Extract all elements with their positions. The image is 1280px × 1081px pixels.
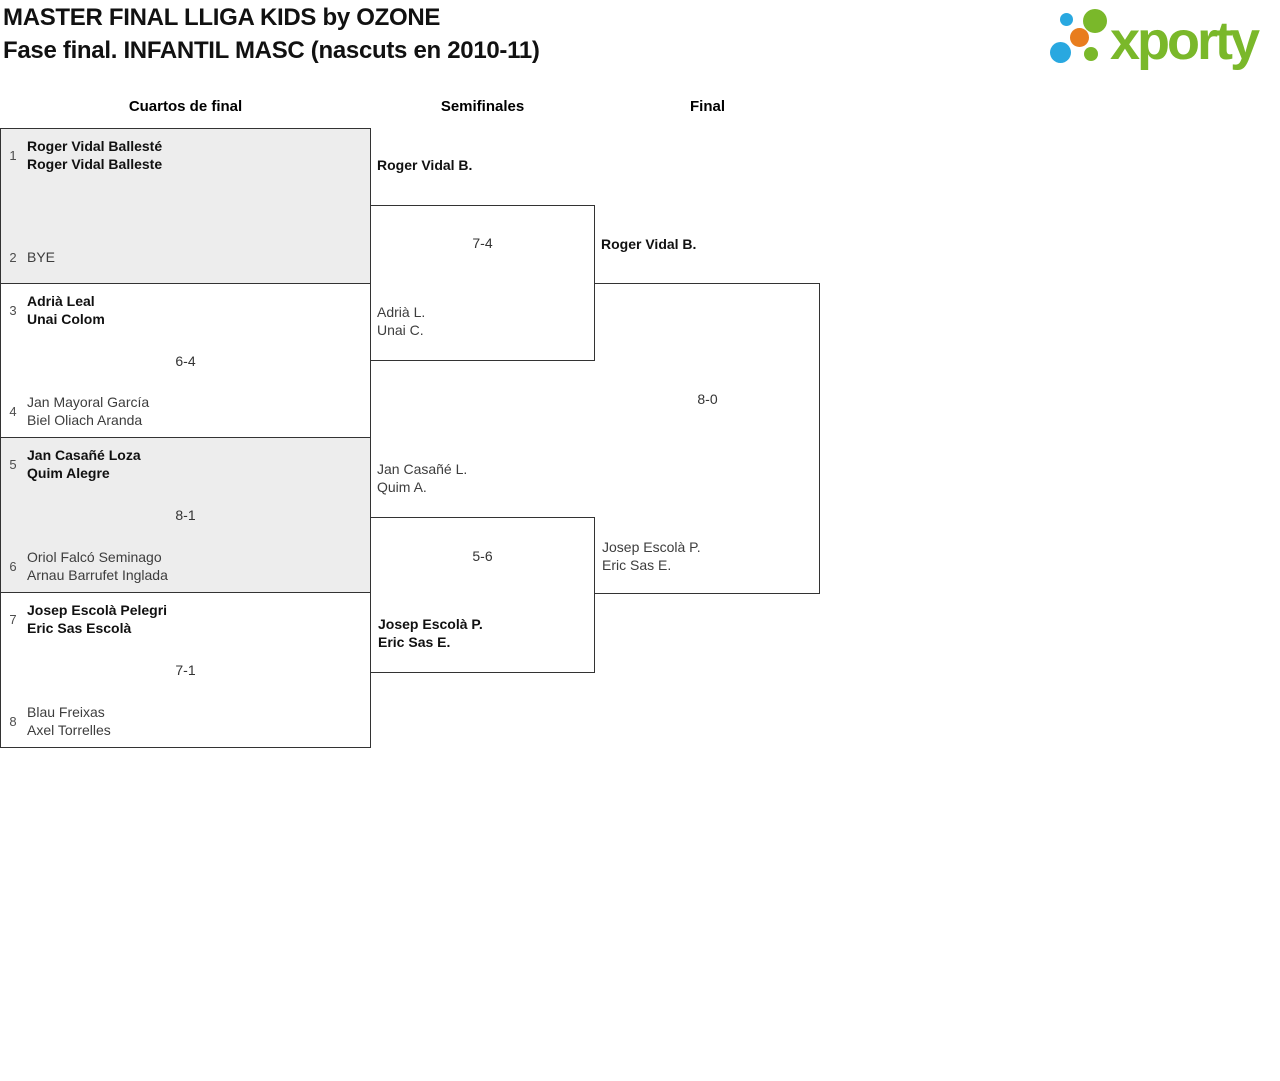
seed-number: 8 xyxy=(9,713,17,729)
team-name-line: Adrià Leal xyxy=(27,293,95,309)
final-match-box xyxy=(595,283,820,594)
team-name-line: Josep Escolà Pelegri xyxy=(27,602,168,618)
qf-match-1-team-2: 2 BYE xyxy=(1,239,370,275)
sf-match-1-team-1-label: Roger Vidal B. xyxy=(377,156,472,174)
round-header-final: Final xyxy=(689,98,725,115)
round-header-semifinals: Semifinales xyxy=(440,98,525,115)
logo-dot-green-small-icon xyxy=(1084,47,1098,61)
seed-number: 2 xyxy=(9,249,17,265)
team-names: Adrià Leal Unai Colom xyxy=(27,292,105,328)
qf-match-4-team-1: 7 Josep Escolà Pelegri Eric Sas Escolà xyxy=(1,601,370,637)
team-name-line: Unai Colom xyxy=(27,311,105,327)
page-subtitle: Fase final. INFANTIL MASC (nascuts en 20… xyxy=(3,37,540,64)
seed-number: 3 xyxy=(9,302,17,318)
team-names: Josep Escolà Pelegri Eric Sas Escolà xyxy=(27,601,167,637)
seed-number: 6 xyxy=(9,558,17,574)
logo-dot-blue-small-icon xyxy=(1060,13,1073,26)
final-team-2-label: Josep Escolà P. Eric Sas E. xyxy=(602,538,701,574)
team-name-line: Oriol Falcó Seminago xyxy=(27,549,162,565)
round-header-quarterfinals: Cuartos de final xyxy=(128,98,243,115)
seed-number: 4 xyxy=(9,403,17,419)
final-team-1-label: Roger Vidal B. xyxy=(601,235,696,253)
team-name-line: Jan Mayoral García xyxy=(27,394,150,410)
logo-wordmark: xporty xyxy=(1110,11,1260,71)
qf-match-2-team-2: 4 Jan Mayoral García Biel Oliach Aranda xyxy=(1,393,370,429)
team-name-line: Unai C. xyxy=(377,322,424,338)
qf-match-4-team-2: 8 Blau Freixas Axel Torrelles xyxy=(1,703,370,739)
team-name-line: Roger Vidal Ballesté xyxy=(27,138,163,154)
seed-number: 1 xyxy=(9,147,17,163)
qf-match-2-score: 6-4 xyxy=(175,352,196,369)
qf-match-1-team-1: 1 Roger Vidal Ballesté Roger Vidal Balle… xyxy=(1,137,370,173)
sf-match-2-box xyxy=(370,517,595,673)
team-name-line: Roger Vidal B. xyxy=(601,236,697,252)
qf-match-1: 1 Roger Vidal Ballesté Roger Vidal Balle… xyxy=(0,128,371,284)
seed-number: 7 xyxy=(9,611,17,627)
team-names: Roger Vidal Ballesté Roger Vidal Ballest… xyxy=(27,137,162,173)
team-name-line: Roger Vidal Balleste xyxy=(27,156,163,172)
logo-dot-green-large-icon xyxy=(1083,9,1107,33)
team-name-line: Josep Escolà P. xyxy=(602,539,701,555)
xporty-logo[interactable]: xporty xyxy=(1046,6,1280,74)
sf-match-2-team-1-label: Jan Casañé L. Quim A. xyxy=(377,460,467,496)
team-name-line: Jan Casañé Loza xyxy=(27,447,141,463)
team-name-line: Roger Vidal B. xyxy=(377,157,473,173)
qf-match-2-team-1: 3 Adrià Leal Unai Colom xyxy=(1,292,370,328)
qf-match-3: 5 Jan Casañé Loza Quim Alegre 8-1 6 Orio… xyxy=(0,437,371,593)
sf-match-1-score: 7-4 xyxy=(472,235,493,251)
team-names: Jan Casañé Loza Quim Alegre xyxy=(27,446,141,482)
qf-match-4-score: 7-1 xyxy=(175,662,196,678)
page-title: MASTER FINAL LLIGA KIDS by OZONE xyxy=(3,4,441,31)
seed-number: 5 xyxy=(9,456,17,472)
qf-match-3-score: 8-1 xyxy=(175,507,196,523)
team-name-line: Arnau Barrufet Inglada xyxy=(27,567,168,583)
team-name-line: Quim Alegre xyxy=(27,465,110,481)
team-name-line: Eric Sas E. xyxy=(378,634,451,650)
sf-match-2-score: 5-6 xyxy=(472,548,493,564)
sf-match-2-team-2-label: Josep Escolà P. Eric Sas E. xyxy=(378,615,483,651)
team-name-line: BYE xyxy=(27,249,56,265)
sf-match-1-team-2-label: Adrià L. Unai C. xyxy=(377,303,425,339)
qf-match-2: 3 Adrià Leal Unai Colom 6-4 4 Jan Mayora… xyxy=(0,283,371,438)
team-name-line: Eric Sas Escolà xyxy=(27,620,132,636)
qf-match-3-team-2: 6 Oriol Falcó Seminago Arnau Barrufet In… xyxy=(1,548,370,584)
qf-match-3-team-1: 5 Jan Casañé Loza Quim Alegre xyxy=(1,446,370,482)
sf-match-1-box xyxy=(370,205,595,361)
team-name-line: Axel Torrelles xyxy=(27,722,111,738)
team-name-line: Biel Oliach Aranda xyxy=(27,412,143,428)
team-name-line: Eric Sas E. xyxy=(602,557,672,573)
qf-match-4: 7 Josep Escolà Pelegri Eric Sas Escolà 7… xyxy=(0,592,371,748)
logo-dot-orange-icon xyxy=(1070,28,1089,47)
logo-dot-blue-large-icon xyxy=(1050,42,1071,63)
team-name-line: Adrià L. xyxy=(377,304,426,320)
final-score: 8-0 xyxy=(697,391,718,407)
team-name-line: Jan Casañé L. xyxy=(377,461,468,477)
team-name-line: Josep Escolà P. xyxy=(378,616,483,632)
team-names: Jan Mayoral García Biel Oliach Aranda xyxy=(27,393,149,429)
team-names: BYE xyxy=(27,248,55,266)
team-name-line: Blau Freixas xyxy=(27,704,105,720)
team-name-line: Quim A. xyxy=(377,479,427,495)
team-names: Blau Freixas Axel Torrelles xyxy=(27,703,111,739)
team-names: Oriol Falcó Seminago Arnau Barrufet Ingl… xyxy=(27,548,168,584)
